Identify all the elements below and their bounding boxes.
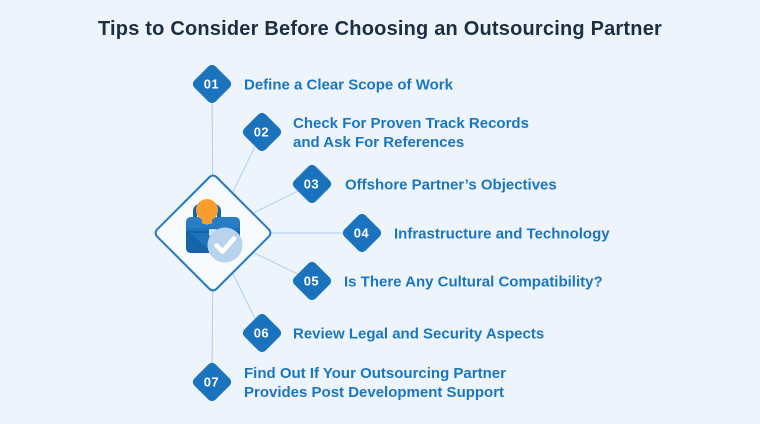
briefcase-idea-check-icon [186, 199, 243, 263]
tip-number: 06 [254, 325, 270, 341]
lightbulb-icon [196, 199, 218, 224]
tip-label: Find Out If Your Outsourcing Partner Pro… [244, 365, 506, 401]
checkmark-circle-icon [207, 227, 243, 263]
tip-number: 05 [304, 273, 320, 289]
page-title: Tips to Consider Before Choosing an Outs… [97, 18, 663, 40]
tip-label: Infrastructure and Technology [394, 225, 610, 243]
tip-number: 02 [254, 124, 270, 140]
tip-number: 07 [204, 374, 220, 390]
tip-number: 01 [204, 76, 220, 92]
tip-label: Is There Any Cultural Compatibility? [344, 273, 603, 291]
tip-label: Define a Clear Scope of Work [244, 76, 453, 94]
tip-label: Check For Proven Track Records and Ask F… [293, 115, 529, 151]
tip-label: Offshore Partner’s Objectives [345, 176, 557, 194]
tip-label: Review Legal and Security Aspects [293, 325, 545, 343]
tip-number: 04 [354, 225, 370, 241]
tip-number: 03 [304, 176, 320, 192]
